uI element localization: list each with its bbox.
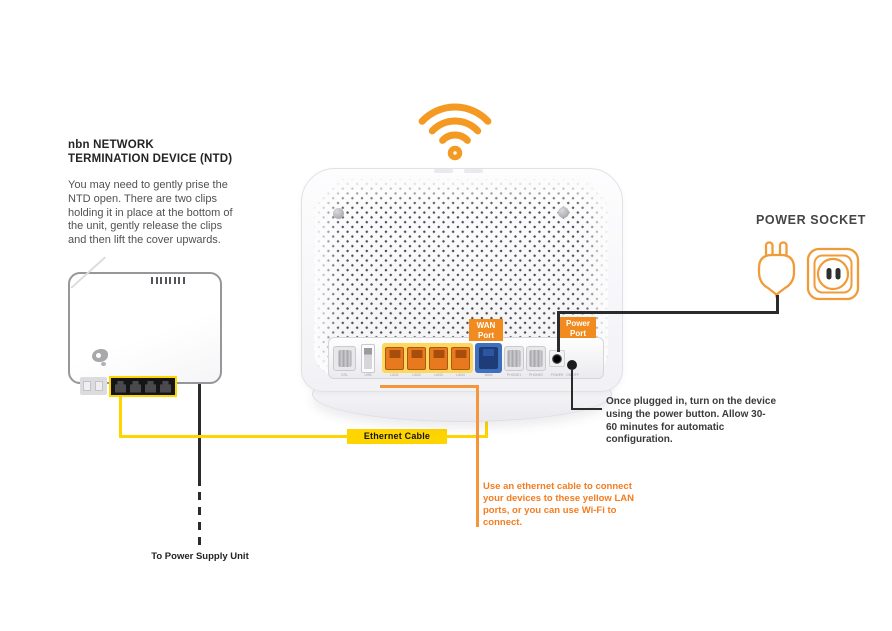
ntd-heading-line1: nbn NETWORK	[68, 139, 154, 151]
port-label: LAN3	[434, 372, 443, 377]
ntd-device	[68, 272, 222, 384]
dsl-port	[333, 346, 356, 371]
power-note-leader	[571, 370, 573, 410]
psu-label: To Power Supply Unit	[151, 551, 249, 562]
port-label: LAN4	[456, 372, 465, 377]
router-top-notch	[464, 169, 483, 173]
lan4-port	[451, 347, 470, 370]
rj45-port-icon	[160, 380, 171, 393]
power-badge-line2: Port	[570, 328, 586, 338]
ntd-power-cable-dashed	[198, 492, 201, 550]
screw-hole-icon	[333, 208, 344, 219]
power-jack	[549, 350, 565, 367]
port-label: LAN1	[390, 372, 399, 377]
wan-badge-line2: Port	[478, 330, 494, 340]
lan-note: Use an ethernet cable to connect your de…	[483, 481, 634, 528]
lan3-port	[429, 347, 448, 370]
ethernet-cable-segment	[119, 394, 122, 437]
port-label: POWER	[550, 372, 564, 377]
lan2-port	[407, 347, 426, 370]
ethernet-cable-segment	[119, 435, 488, 438]
rj45-port-icon	[145, 380, 156, 393]
power-note-leader	[571, 408, 602, 410]
phone1-port	[504, 346, 524, 371]
ntd-uni-d-ports	[109, 376, 177, 397]
rj45-port-icon	[115, 380, 126, 393]
lan-port-block	[382, 343, 473, 373]
ethernet-cable-label: Ethernet Cable	[347, 429, 447, 444]
rj45-port-icon	[130, 380, 141, 393]
lan-note-leader	[476, 385, 479, 527]
screw-hole-icon	[558, 207, 569, 218]
ntd-heading-line2: TERMINATION DEVICE (NTD)	[68, 152, 233, 165]
port-label: LAN2	[412, 372, 421, 377]
wan-port	[475, 343, 502, 373]
ntd-side-ports	[80, 377, 107, 395]
power-cable-segment	[557, 311, 779, 314]
power-cable-segment	[557, 311, 560, 352]
power-cable-segment	[776, 295, 779, 314]
port-label: DSL	[341, 372, 348, 377]
power-socket-title: POWER SOCKET	[756, 213, 866, 227]
port-label: PHONE2	[529, 372, 543, 377]
usb-port	[361, 344, 375, 373]
ntd-vents	[151, 277, 185, 284]
ntd-heading: nbn NETWORK TERMINATION DEVICE (NTD)	[68, 139, 232, 166]
wan-port-badge: WAN Port	[469, 319, 503, 341]
power-plug-socket-icon	[757, 241, 860, 301]
power-badge-line1: Power	[565, 319, 590, 328]
power-note: Once plugged in, turn on the device usin…	[606, 396, 777, 446]
port-label: WAN	[484, 372, 493, 377]
wan-badge-line1: WAN	[476, 321, 496, 330]
phone2-port	[526, 346, 546, 371]
lan-note-leader	[380, 385, 478, 388]
power-port-badge: Power Port	[560, 317, 596, 338]
power-button	[567, 360, 577, 370]
port-label: PHONE1	[507, 372, 521, 377]
router-top-notch	[434, 169, 453, 173]
lan1-port	[385, 347, 404, 370]
port-label: USB	[364, 372, 372, 377]
nbn-logo-icon	[92, 349, 108, 366]
wifi-icon	[418, 103, 492, 161]
ntd-description: You may need to gently prise the NTD ope…	[68, 179, 233, 247]
